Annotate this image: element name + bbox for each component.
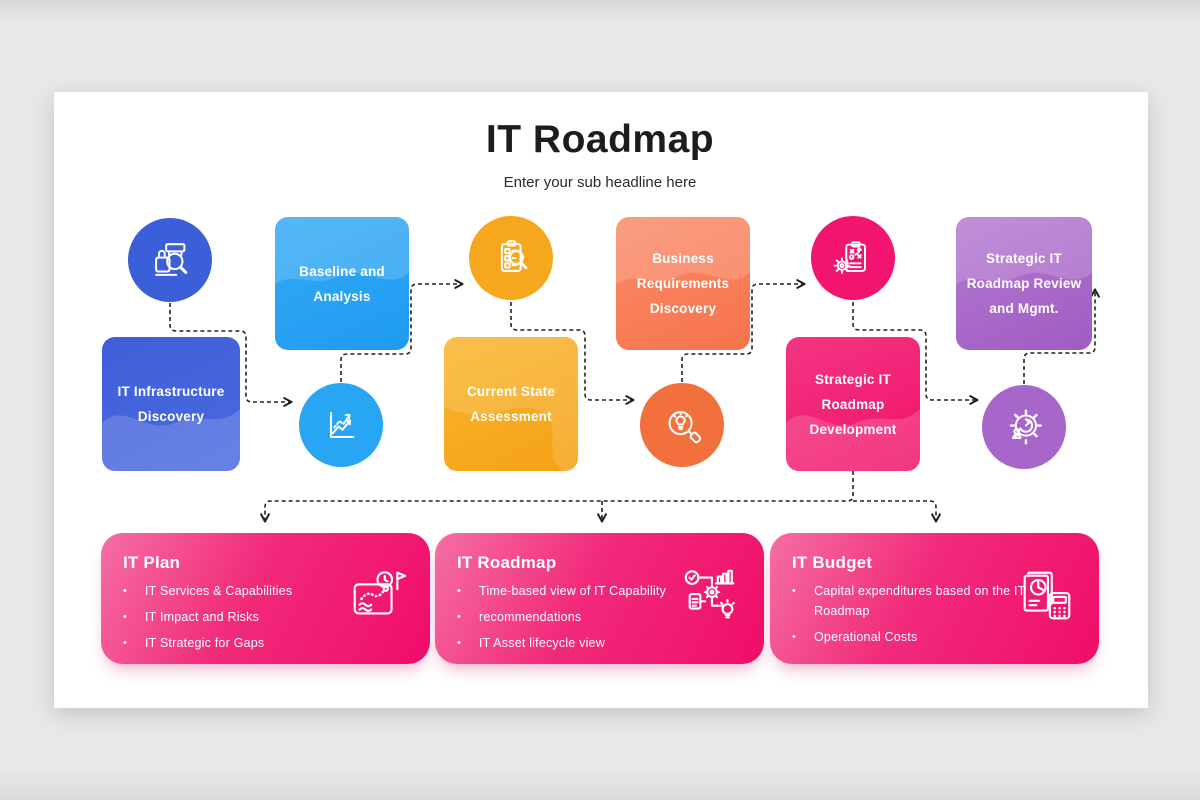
card-bullet-list: •Capital expenditures based on the IT Ro…: [792, 581, 1032, 653]
stage-square-baseline-analysis: Baseline and Analysis: [275, 217, 409, 350]
list-item: •IT Asset lifecycle view: [457, 633, 666, 653]
list-item: •Capital expenditures based on the IT Ro…: [792, 581, 1032, 621]
stage-square-label: Business Requirements Discovery: [636, 251, 730, 316]
bullet-dot: •: [457, 637, 461, 649]
wave-decoration: [102, 409, 240, 471]
list-item: •IT Services & Capabilities: [123, 581, 292, 601]
page-title: IT Roadmap: [485, 118, 715, 161]
bullet-dot: •: [792, 631, 796, 643]
page-subtitle: Enter your sub headline here: [503, 174, 697, 191]
wave-decoration: [616, 217, 750, 285]
stage-square-strategic-roadmap-development: Strategic IT Roadmap Development: [786, 337, 920, 471]
bullet-dot: •: [792, 585, 796, 597]
bullet-dot: •: [123, 585, 127, 597]
checklist-search-icon: [500, 240, 528, 272]
card-title: IT Roadmap: [457, 553, 557, 572]
strategy-clipboard-icon: [833, 241, 866, 275]
card-title: IT Budget: [792, 553, 873, 572]
wave-decoration: [786, 409, 920, 471]
list-item: •IT Strategic for Gaps: [123, 633, 292, 653]
stage-circle-requirements-discovery: [640, 383, 724, 467]
card-title: IT Plan: [123, 553, 181, 572]
stage-square-current-state-assessment: Current State Assessment: [444, 337, 578, 471]
stage-square-label: Baseline and Analysis: [299, 263, 385, 304]
wave-decoration: [444, 337, 578, 471]
summary-card-it-budget: IT Budget •Capital expenditures based on…: [770, 533, 1099, 664]
stage-circle-review-mgmt: [982, 385, 1066, 469]
card-bullet-list: •Time-based view of IT Capability •recom…: [457, 581, 666, 659]
wave-decoration: [956, 217, 1092, 285]
asset-search-icon: [155, 243, 188, 276]
idea-search-icon: [668, 411, 702, 444]
stage-circle-roadmap-development: [811, 216, 895, 300]
stage-square-strategic-roadmap-review: Strategic IT Roadmap Review and Mgmt.: [956, 217, 1092, 350]
list-item: •Time-based view of IT Capability: [457, 581, 666, 601]
stage-square-label: Current State Assessment: [466, 384, 556, 424]
strategy-gear-icon: [1009, 409, 1043, 445]
stage-square-business-requirements-discovery: Business Requirements Discovery: [616, 217, 750, 350]
budget-calculator-icon: [1023, 571, 1071, 620]
list-item: •recommendations: [457, 607, 666, 627]
summary-card-it-roadmap: IT Roadmap •Time-based view of IT Capabi…: [435, 533, 764, 664]
bullet-dot: •: [123, 637, 127, 649]
roadmap-map-icon: [353, 571, 407, 615]
stage-square-it-infrastructure-discovery: IT Infrastructure Discovery: [102, 337, 240, 471]
stage-circle-baseline-analysis: [299, 383, 383, 467]
stage-square-label: Strategic IT Roadmap Review and Mgmt.: [966, 251, 1082, 316]
stage-circle-current-state: [469, 216, 553, 300]
stage-circle-infrastructure-discovery: [128, 218, 212, 302]
process-flow-icon: [684, 569, 735, 619]
wave-decoration: [275, 217, 409, 285]
bullet-dot: •: [457, 611, 461, 623]
summary-card-it-plan: IT Plan •IT Services & Capabilities •IT …: [101, 533, 430, 664]
growth-chart-icon: [329, 412, 355, 438]
list-item: •IT Impact and Risks: [123, 607, 292, 627]
card-bullet-list: •IT Services & Capabilities •IT Impact a…: [123, 581, 292, 659]
stage-square-label: IT Infrastructure Discovery: [117, 384, 225, 424]
list-item: •Operational Costs: [792, 627, 1032, 647]
stage-square-label: Strategic IT Roadmap Development: [809, 371, 897, 437]
bullet-dot: •: [457, 585, 461, 597]
bullet-dot: •: [123, 611, 127, 623]
